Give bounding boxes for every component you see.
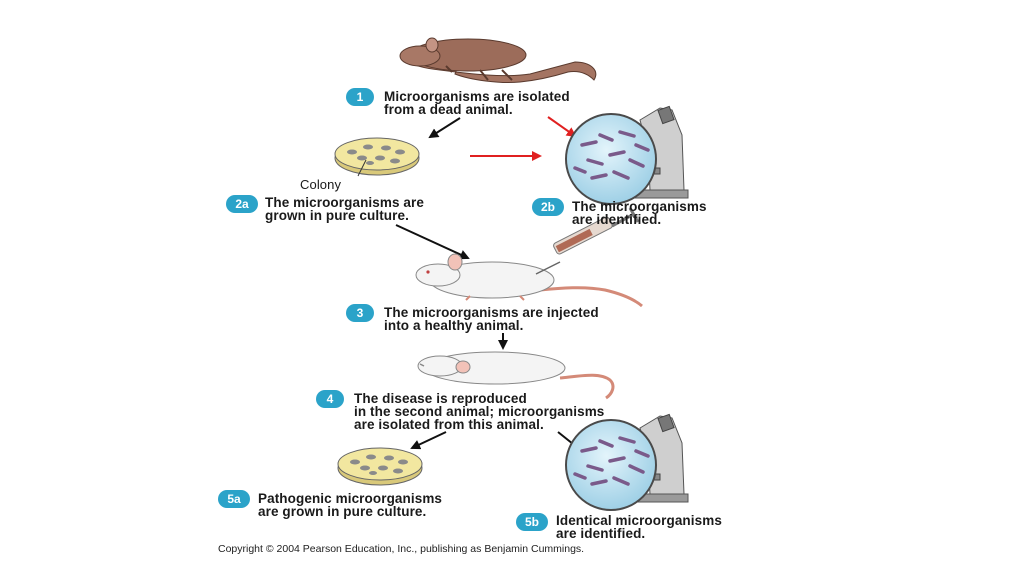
step-3-text-line2: into a healthy animal. xyxy=(384,318,524,333)
step-4-text-line2: in the second animal; microorganisms xyxy=(354,404,605,419)
step-5b-badge: 5b xyxy=(516,513,548,531)
step-5a-badge: 5a xyxy=(218,490,250,508)
step-1-badge: 1 xyxy=(346,88,374,106)
step-2a-text-line1: The microorganisms are xyxy=(265,195,425,210)
microscope-icon xyxy=(565,413,689,511)
step-1-text-line1: Microorganisms are isolated xyxy=(384,89,570,104)
petri-dish-icon xyxy=(334,137,420,176)
arrow-2a-to-3 xyxy=(395,224,470,260)
microscope-icon xyxy=(565,105,689,205)
petri-dish-icon xyxy=(337,447,423,486)
step-4-text-line1: The disease is reproduced xyxy=(354,391,527,406)
step-2a-text-line2: grown in pure culture. xyxy=(265,208,409,223)
step-5b-text-line1: Identical microorganisms xyxy=(556,513,722,528)
step-3-badge: 3 xyxy=(346,304,374,322)
dead-rat-icon xyxy=(399,37,597,83)
syringe-icon xyxy=(535,207,640,275)
step-5a-text-line2: are grown in pure culture. xyxy=(258,504,427,519)
step-2b-text-line1: The microorganisms xyxy=(572,199,707,214)
step-4-badge: 4 xyxy=(316,390,344,408)
step-3-text-line1: The microorganisms are injected xyxy=(384,305,599,320)
step-5a-text-line1: Pathogenic microorganisms xyxy=(258,491,443,506)
step-4-text-line3: are isolated from this animal. xyxy=(354,417,544,432)
arrow-1-to-2b xyxy=(547,116,577,138)
step-2a-badge: 2a xyxy=(226,195,258,213)
colony-label: Colony xyxy=(300,177,342,192)
arrow-4-to-5a xyxy=(410,431,447,450)
copyright-notice: Copyright © 2004 Pearson Education, Inc.… xyxy=(218,543,585,555)
white-mouse-icon xyxy=(415,253,643,308)
step-2b-badge: 2b xyxy=(532,198,564,216)
step-2b-text-line2: are identified. xyxy=(572,212,662,227)
colony-pointer xyxy=(357,159,367,177)
arrow-1-to-2a xyxy=(428,117,461,139)
sick-mouse-icon xyxy=(417,351,615,400)
step-1-text-line2: from a dead animal. xyxy=(384,102,513,117)
step-5b-text-line2: are identified. xyxy=(556,526,646,541)
